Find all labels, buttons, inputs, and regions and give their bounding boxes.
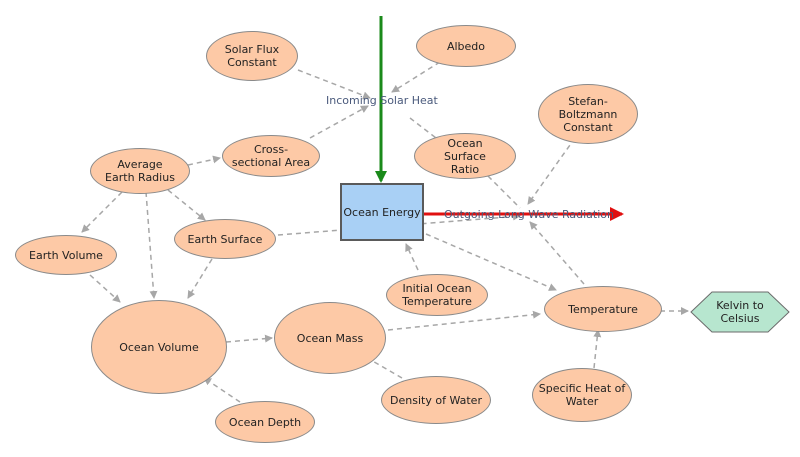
hexagon-shape xyxy=(690,291,790,333)
link-earth-surface-to-ocean-volume xyxy=(187,258,213,299)
ocean-energy-stock[interactable]: Ocean Energy xyxy=(340,183,424,241)
link-specific-heat-to-temperature xyxy=(593,329,602,369)
link-stefan-to-outgoing xyxy=(527,137,576,205)
link-temperature-to-outgoing xyxy=(529,221,585,285)
stefan-boltzmann-constant-node[interactable]: Stefan-Boltzmann Constant xyxy=(538,84,638,144)
specific-heat-of-water-node[interactable]: Specific Heat of Water xyxy=(532,368,632,422)
link-ocean-mass-to-temperature xyxy=(387,310,541,331)
ocean-mass-node[interactable]: Ocean Mass xyxy=(274,302,386,374)
temperature-node[interactable]: Temperature xyxy=(544,286,662,332)
link-avg-radius-to-cross-area xyxy=(187,155,221,166)
albedo-node[interactable]: Albedo xyxy=(416,25,516,67)
cross-sectional-area-node[interactable]: Cross-sectional Area xyxy=(222,135,320,177)
link-avg-radius-to-earth-surface xyxy=(167,189,206,221)
link-cross-area-to-incoming xyxy=(309,105,369,139)
link-ocean-surface-ratio-to-outgoing xyxy=(487,175,521,209)
link-albedo-to-incoming xyxy=(391,61,441,93)
kelvin-to-celsius-converter[interactable]: Kelvin to Celsius xyxy=(690,291,790,333)
density-of-water-node[interactable]: Density of Water xyxy=(381,376,491,424)
link-initial-temp-to-stock xyxy=(405,243,419,271)
link-stock-to-temperature xyxy=(425,233,557,291)
link-solar-flux-to-incoming xyxy=(297,69,371,100)
average-earth-radius-node[interactable]: Average Earth Radius xyxy=(90,148,190,194)
ocean-surface-ratio-node[interactable]: Ocean Surface Ratio xyxy=(414,133,516,179)
initial-ocean-temperature-node[interactable]: Initial Ocean Temperature xyxy=(386,274,488,316)
link-ocean-depth-to-ocean-volume xyxy=(203,377,241,403)
earth-volume-node[interactable]: Earth Volume xyxy=(15,235,117,275)
link-avg-radius-to-earth-volume xyxy=(81,191,123,233)
link-avg-radius-to-ocean-volume xyxy=(145,191,158,299)
outgoing-radiation-label[interactable]: Outgoing Long Wave Radiation xyxy=(444,208,614,221)
link-incoming-to-ocean-surface-ratio xyxy=(409,117,437,139)
incoming-solar-heat-label[interactable]: Incoming Solar Heat xyxy=(326,94,438,107)
ocean-volume-node[interactable]: Ocean Volume xyxy=(91,300,227,394)
ocean-depth-node[interactable]: Ocean Depth xyxy=(215,401,315,443)
link-ocean-volume-to-ocean-mass xyxy=(225,334,273,343)
earth-surface-node[interactable]: Earth Surface xyxy=(174,219,276,259)
kelvin-to-celsius-label: Kelvin to Celsius xyxy=(716,299,764,325)
link-earth-volume-to-ocean-volume xyxy=(89,274,121,303)
solar-flux-constant-node[interactable]: Solar Flux Constant xyxy=(206,31,298,81)
